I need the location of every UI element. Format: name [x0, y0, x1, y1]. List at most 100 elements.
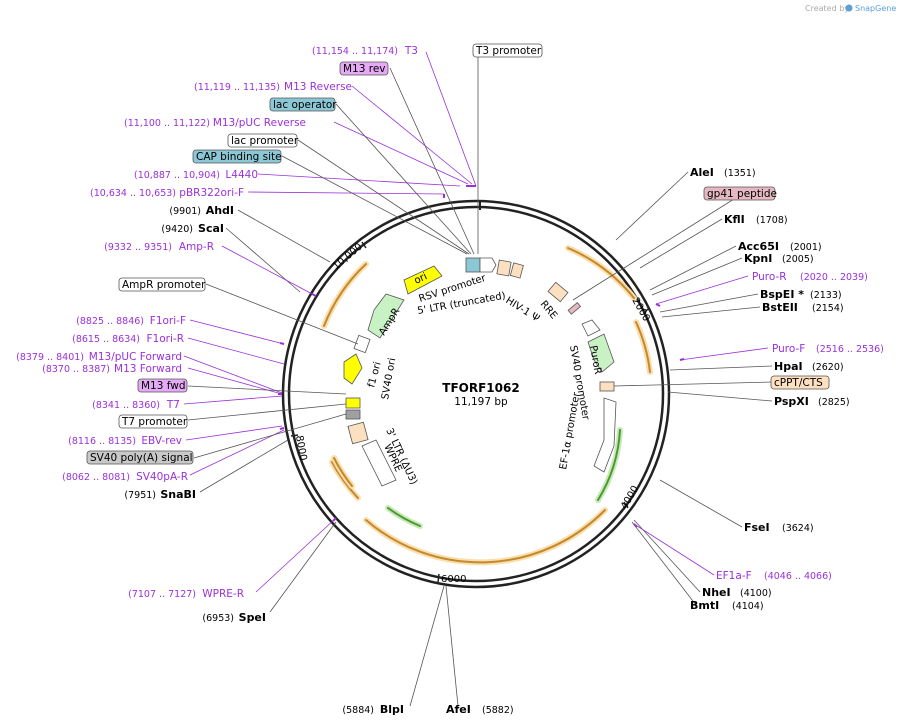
primer-name[interactable]: pBR322ori-F — [179, 187, 244, 199]
enzyme-pos: (2133) — [810, 290, 842, 301]
enzyme-name[interactable]: Acc65I — [738, 240, 779, 253]
enzyme-name[interactable]: BstEII — [762, 301, 798, 314]
feature-box-bg — [137, 378, 188, 393]
enzyme-name[interactable]: NheI — [702, 586, 731, 599]
rre-block — [547, 281, 569, 303]
primer-pos: (10,634 .. 10,653) — [90, 188, 176, 199]
ori-label: ori — [413, 271, 429, 286]
enzyme-pos: (4100) — [740, 588, 772, 599]
credit-text: Created by — [805, 4, 849, 13]
primer-labels-left: (7107 .. 7127) WPRE-R (8062 .. 8081) SV4… — [16, 45, 418, 600]
primer-pos: (8379 .. 8401) — [16, 352, 84, 363]
enzyme-pos: (5884) — [342, 705, 374, 716]
feature-box-bg — [86, 450, 194, 465]
hiv-block — [509, 262, 524, 279]
enzyme-pos: (2620) — [812, 362, 844, 373]
lac-feature-block — [465, 257, 481, 273]
enzyme-pos: (7951) — [124, 490, 156, 501]
primer-pos: (7107 .. 7127) — [128, 589, 196, 600]
feature-t3-promoter[interactable]: T3 promoter — [475, 45, 542, 57]
primer-name[interactable]: WPRE-R — [202, 588, 244, 600]
primer-pos: (9332 .. 9351) — [104, 242, 172, 253]
primer-name[interactable]: T7 — [166, 399, 180, 411]
feature-box-bg — [472, 43, 543, 58]
primer-pos: (8341 .. 8360) — [92, 400, 160, 411]
ampr-arrow — [367, 293, 405, 339]
primer-name[interactable]: M13 Forward — [114, 363, 182, 375]
wpre-arrow — [361, 439, 397, 487]
feature-cap-binding-site[interactable]: CAP binding site — [196, 151, 282, 163]
enzyme-name[interactable]: KflI — [724, 213, 745, 226]
enzyme-name[interactable]: AleI — [690, 166, 714, 179]
enzyme-pos: (2154) — [812, 303, 844, 314]
enzyme-pos: (2825) — [818, 397, 850, 408]
primer-pos: (8116 .. 8135) — [68, 436, 136, 447]
primer-name[interactable]: Amp-R — [179, 241, 214, 253]
snapgene-logo-icon — [845, 4, 853, 12]
primer-leaders — [183, 51, 769, 593]
feature-sv40-polya[interactable]: SV40 poly(A) signal — [90, 452, 193, 464]
enzyme-leaders — [199, 171, 773, 707]
primer-name[interactable]: F1ori-F — [150, 315, 186, 327]
feature-lac-promoter[interactable]: lac promoter — [231, 135, 299, 147]
plasmid-name: TFORF1062 — [442, 381, 519, 395]
primer-name[interactable]: M13/pUC Reverse — [213, 117, 306, 129]
backbone-inner — [287, 205, 665, 583]
feature-m13-fwd[interactable]: M13 fwd — [141, 380, 186, 392]
primer-name[interactable]: M13 Reverse — [284, 81, 352, 93]
feature-t7-promoter[interactable]: T7 promoter — [121, 416, 188, 428]
enzyme-name[interactable]: BlpI — [380, 703, 404, 716]
sv40pa-block — [345, 409, 361, 420]
primer-pos: (10,887 .. 10,904) — [134, 170, 220, 181]
puror-label: PuroR — [587, 345, 603, 376]
primer-pos: (8370 .. 8387) — [42, 364, 110, 375]
enzyme-labels-left: (5884) BlpI (6953) SpeI (7951) SnaBI (94… — [124, 204, 404, 716]
primer-name[interactable]: SV40pA-R — [136, 471, 188, 483]
primer-name[interactable]: Puro-R — [752, 271, 787, 283]
enzyme-name[interactable]: AfeI — [446, 703, 471, 716]
primer-pos: (4046 .. 4066) — [764, 571, 832, 582]
puror-arrow — [587, 333, 615, 373]
enzyme-labels: AleI (1351) KflI (1708) Acc65I (2001) Kp… — [446, 166, 850, 716]
f1ori-label: f1 ori — [366, 361, 383, 389]
primer-name[interactable]: F1ori-R — [147, 333, 184, 345]
primer-name[interactable]: T3 — [404, 45, 418, 57]
tick-6000: 6000 — [441, 574, 466, 585]
enzyme-pos: (2001) — [790, 242, 822, 253]
enzyme-name[interactable]: BspEI * — [760, 288, 804, 301]
orf-arcs — [321, 245, 653, 566]
enzyme-pos: (5882) — [482, 705, 514, 716]
primer-name[interactable]: M13/pUC Forward — [89, 351, 182, 363]
enzyme-name[interactable]: SpeI — [239, 611, 266, 624]
enzyme-name[interactable]: SnaBI — [160, 488, 196, 501]
feature-lac-operator[interactable]: lac operator — [273, 99, 337, 111]
gp41-block — [567, 302, 582, 315]
enzyme-name[interactable]: KpnI — [744, 252, 772, 265]
enzyme-name[interactable]: HpaI — [774, 360, 803, 373]
primer-pos: (11,119 .. 11,135) — [194, 82, 280, 93]
primer-name[interactable]: L4440 — [225, 169, 258, 181]
primer-name[interactable]: EF1a-F — [716, 570, 752, 582]
enzyme-name[interactable]: BmtI — [690, 599, 719, 612]
cppt-block — [599, 381, 615, 392]
ampr-promoter-block — [353, 334, 371, 354]
feature-box-bg — [703, 186, 776, 201]
ef1a-arrow — [593, 397, 617, 473]
feature-boxes: T3 promoter M13 rev lac operator lac pro… — [86, 43, 830, 465]
enzyme-pos: (4104) — [732, 601, 764, 612]
feature-cppt-cts[interactable]: cPPT/CTS — [774, 377, 823, 389]
primer-name[interactable]: Puro-F — [772, 343, 805, 355]
enzyme-pos: (9901) — [169, 206, 201, 217]
feature-box-bg — [118, 414, 188, 429]
feature-ampr-promoter[interactable]: AmpR promoter — [122, 279, 206, 291]
enzyme-name[interactable]: PspXI — [774, 395, 809, 408]
enzyme-name[interactable]: FseI — [744, 521, 770, 534]
feature-box-bg — [339, 61, 389, 76]
primer-name[interactable]: EBV-rev — [141, 435, 182, 447]
enzyme-name[interactable]: AhdI — [206, 204, 234, 217]
enzyme-name[interactable]: ScaI — [198, 222, 224, 235]
feature-m13-rev[interactable]: M13 rev — [343, 63, 386, 75]
ori-arrow — [403, 265, 443, 295]
feature-gp41-peptide[interactable]: gp41 peptide — [707, 188, 777, 200]
